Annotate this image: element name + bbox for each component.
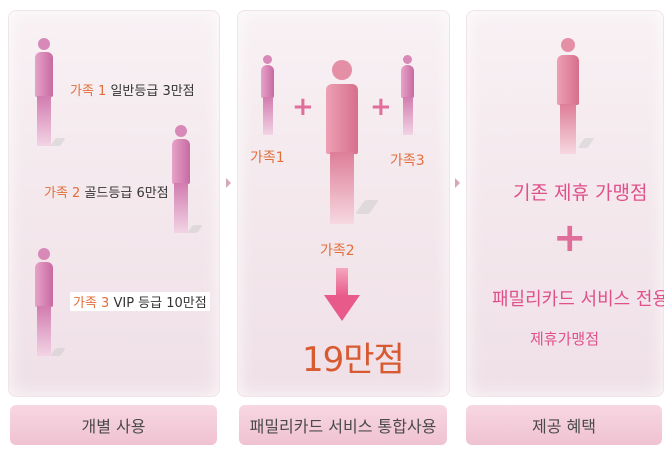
points-label: 10만점 — [166, 296, 207, 311]
person-icon — [555, 38, 599, 158]
person-icon — [33, 248, 73, 360]
person-icon — [33, 38, 73, 150]
family-member-label: 가족 2 — [44, 186, 81, 201]
plus-icon: + — [553, 215, 587, 261]
family-row-3: 가족 3 VIP 등급 10만점 — [70, 292, 210, 311]
points-label: 3만점 — [162, 84, 195, 99]
arrow-down-icon — [322, 268, 362, 323]
family-member-label: 가족 3 — [73, 296, 110, 311]
person-icon — [322, 60, 382, 230]
family-card-service-exclusive: 패밀리카드 서비스 전용 — [492, 289, 664, 310]
family-member-label: 가족 1 — [70, 84, 107, 99]
family-member-1-label: 가족1 — [250, 150, 285, 166]
person-icon — [400, 55, 430, 140]
points-label: 6만점 — [136, 186, 169, 201]
tier-label: VIP 등급 — [113, 296, 163, 311]
total-points: 19만점 — [302, 340, 405, 380]
person-icon — [170, 125, 210, 237]
plus-icon: + — [370, 92, 392, 122]
plus-icon: + — [292, 92, 314, 122]
family-member-3-label: 가족3 — [390, 153, 425, 169]
partner-merchants: 제휴가맹점 — [530, 330, 600, 348]
person-icon — [260, 55, 290, 140]
family-row-1: 가족 1 일반등급 3만점 — [70, 80, 195, 99]
label-individual-use: 개별 사용 — [10, 405, 217, 445]
label-benefits: 제공 혜택 — [466, 405, 662, 445]
tier-label: 일반등급 — [110, 84, 159, 99]
label-combined-use: 패밀리카드 서비스 통합사용 — [239, 405, 447, 445]
family-member-2-label: 가족2 — [320, 243, 355, 259]
tier-label: 골드등급 — [84, 186, 133, 201]
chevron-right-icon — [455, 178, 460, 188]
existing-partner-merchants: 기존 제휴 가맹점 — [513, 182, 648, 204]
chevron-right-icon — [226, 178, 231, 188]
family-row-2: 가족 2 골드등급 6만점 — [44, 182, 169, 201]
